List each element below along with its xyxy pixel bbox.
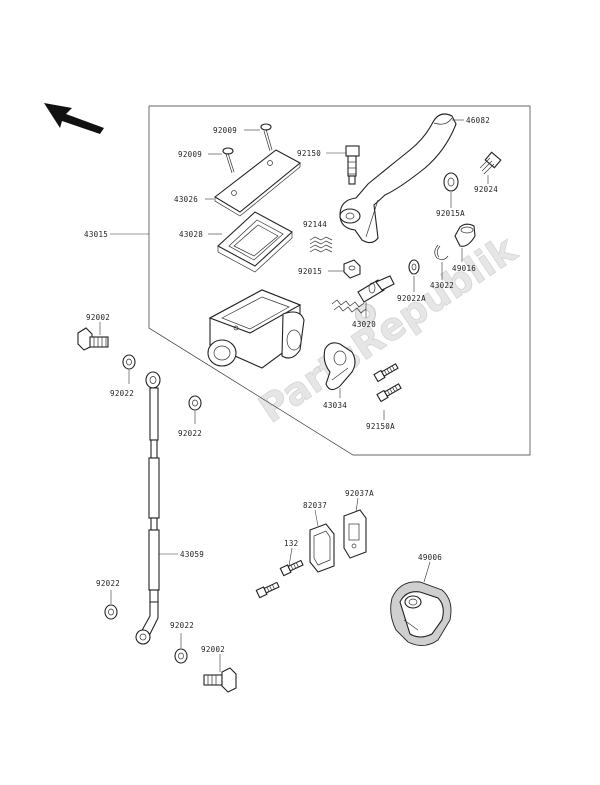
brake-hose-43059: 43059 xyxy=(135,371,204,645)
holder-43034: 43034 xyxy=(323,342,356,410)
assembly-frame: 43015 xyxy=(84,105,531,456)
bolt-92150: 92150 xyxy=(297,145,360,185)
label-43034: 43034 xyxy=(323,401,347,410)
watermark-gear-icon xyxy=(354,303,377,325)
washer-92022-c: 92022 xyxy=(96,579,120,620)
bolts-92150a: 92150A xyxy=(366,363,402,431)
washer-92022-a: 92022 xyxy=(110,354,136,398)
master-cylinder-body xyxy=(207,289,305,369)
screw-92024: 92024 xyxy=(474,151,502,194)
switch-cover-49006: 49006 xyxy=(390,553,452,646)
piston-43020: 43020 xyxy=(331,275,395,329)
direction-arrow-icon xyxy=(44,103,104,134)
label-46082: 46082 xyxy=(466,116,490,125)
label-92022-b: 92022 xyxy=(178,429,202,438)
label-132: 132 xyxy=(284,539,298,548)
reservoir-cap-43026: 43026 xyxy=(174,149,301,217)
label-49016: 49016 xyxy=(452,264,476,273)
screw-92009-top: 92009 xyxy=(213,123,273,152)
brake-lever-46082: 46082 xyxy=(339,113,490,244)
label-92024: 92024 xyxy=(474,185,498,194)
washer-92022-b: 92022 xyxy=(178,395,202,438)
label-92002-bottom: 92002 xyxy=(201,645,225,654)
label-49006: 49006 xyxy=(418,553,442,562)
boot-49016: 49016 xyxy=(452,223,476,273)
label-92144: 92144 xyxy=(303,220,327,229)
label-43015: 43015 xyxy=(84,230,108,239)
washer-92022a: 92022A xyxy=(397,259,426,303)
label-92015: 92015 xyxy=(298,267,322,276)
label-43022: 43022 xyxy=(430,281,454,290)
label-82037: 82037 xyxy=(303,501,327,510)
collar-92015a: 92015A xyxy=(436,172,465,218)
nut-92015: 92015 xyxy=(298,259,361,279)
label-92022-c: 92022 xyxy=(96,579,120,588)
label-92002-top: 92002 xyxy=(86,313,110,322)
label-92022-a: 92022 xyxy=(110,389,134,398)
label-92150: 92150 xyxy=(297,149,321,158)
label-43026: 43026 xyxy=(174,195,198,204)
label-92009: 92009 xyxy=(178,150,202,159)
label-92150a: 92150A xyxy=(366,422,395,431)
banjo-bolt-92002-top: 92002 xyxy=(77,313,110,351)
label-92015a: 92015A xyxy=(436,209,465,218)
spring-92144: 92144 xyxy=(303,220,333,253)
label-43059: 43059 xyxy=(180,550,204,559)
screw-92009: 92009 xyxy=(178,147,235,174)
switch-92037a: 92037A xyxy=(343,489,374,559)
label-92009-top: 92009 xyxy=(213,126,237,135)
circlip-43022: 43022 xyxy=(430,244,454,290)
label-92022-d: 92022 xyxy=(170,621,194,630)
label-43020: 43020 xyxy=(352,320,376,329)
washer-92022-d: 92022 xyxy=(170,621,194,664)
screws-132: 132 xyxy=(255,539,304,599)
diaphragm-43028: 43028 xyxy=(179,211,293,273)
label-43028: 43028 xyxy=(179,230,203,239)
label-92037a: 92037A xyxy=(345,489,374,498)
bracket-82037: 82037 xyxy=(303,501,335,573)
label-92022a: 92022A xyxy=(397,294,426,303)
banjo-bolt-92002-bottom: 92002 xyxy=(201,645,237,693)
